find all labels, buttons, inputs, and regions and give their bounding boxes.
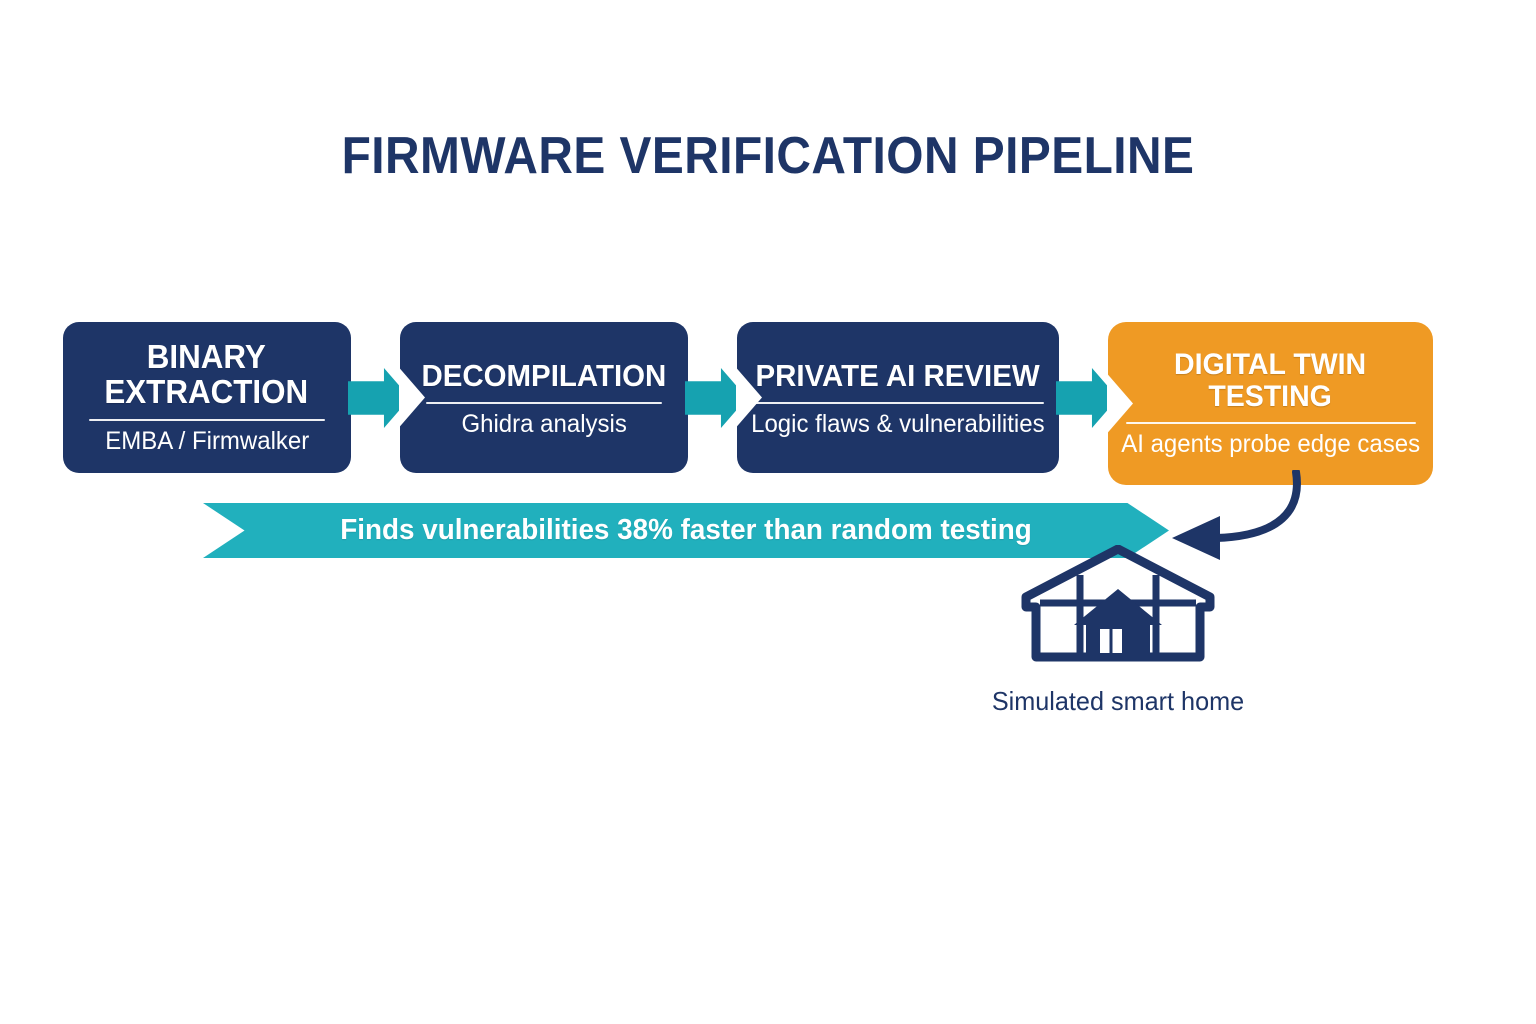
stage-title: PRIVATE AI REVIEW xyxy=(755,358,1041,394)
stage-subtitle: Ghidra analysis xyxy=(461,410,627,439)
stage-divider xyxy=(426,402,662,405)
stage-title-line-2: TESTING xyxy=(1208,379,1333,413)
metric-banner xyxy=(203,503,1169,558)
stage-subtitle: EMBA / Firmwalker xyxy=(104,426,310,455)
stage-title: DECOMPILATION xyxy=(421,358,667,394)
stage-divider xyxy=(89,418,325,421)
metric-banner-text: Finds vulnerabilities 38% faster than ra… xyxy=(340,514,1032,546)
stage-divider xyxy=(752,402,1044,405)
pipeline-stage-digital-twin-testing[interactable]: DIGITAL TWIN TESTING AI agents probe edg… xyxy=(1107,322,1433,485)
stage-title: BINARY EXTRACTION xyxy=(104,337,308,410)
pipeline-stage-binary-extraction[interactable]: BINARY EXTRACTION EMBA / Firmwalker xyxy=(63,322,351,473)
curved-left-arrow-icon xyxy=(1172,470,1301,560)
stage-notch xyxy=(1107,373,1133,434)
stage-title-line-1: DIGITAL TWIN xyxy=(1174,347,1367,381)
stage-title-line-1: BINARY xyxy=(146,337,266,375)
stage-subtitle: AI agents probe edge cases xyxy=(1121,429,1420,458)
pipeline-stage-private-ai-review[interactable]: PRIVATE AI REVIEW Logic flaws & vulnerab… xyxy=(736,322,1059,473)
stage-title-line-2: EXTRACTION xyxy=(104,372,308,410)
pipeline-stage-decompilation[interactable]: DECOMPILATION Ghidra analysis xyxy=(399,322,688,473)
page-title: FIRMWARE VERIFICATION PIPELINE xyxy=(341,127,1195,185)
stage-subtitle: Logic flaws & vulnerabilities xyxy=(751,410,1045,439)
stage-title: DIGITAL TWIN TESTING xyxy=(1174,349,1366,413)
house-icon xyxy=(1021,545,1215,662)
house-label: Simulated smart home xyxy=(991,686,1245,716)
stage-divider xyxy=(1125,421,1416,424)
